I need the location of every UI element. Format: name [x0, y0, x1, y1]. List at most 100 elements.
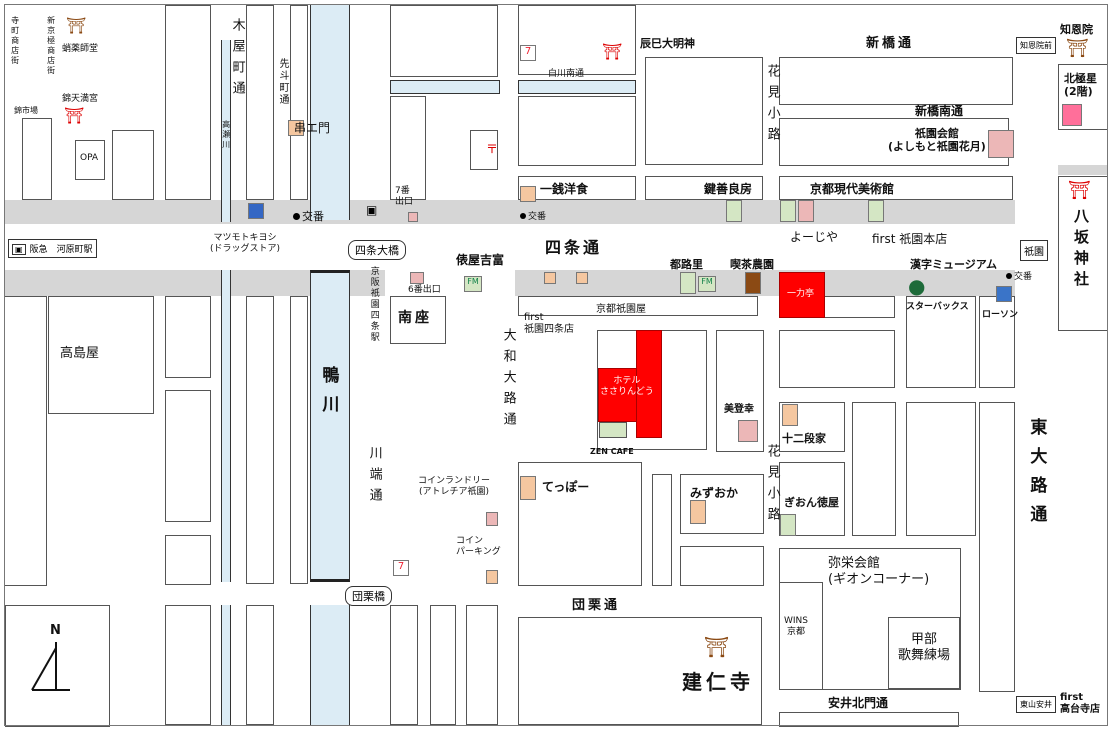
street-kawabata: 川端通: [366, 446, 382, 509]
block-yasaka: [1058, 176, 1108, 331]
exit7-square[interactable]: [408, 212, 418, 222]
shirakawa-canal: [390, 80, 500, 94]
block-opa: [75, 140, 105, 180]
label-issen-yoshoku: 一銭洋食: [540, 182, 589, 196]
teppo-square[interactable]: [520, 476, 536, 500]
label-junidanya: 十二段家: [782, 432, 826, 445]
issen-yoshoku-square[interactable]: [520, 186, 536, 202]
block: [5, 605, 110, 727]
block: [779, 712, 959, 727]
label-kyoto-gendai: 京都現代美術館: [810, 182, 895, 196]
shijo-bridge-sign[interactable]: 四条大橋: [348, 240, 406, 260]
hotel-sasarindo[interactable]: [598, 368, 638, 422]
yojiya-square[interactable]: [780, 200, 796, 222]
gion-kaikan-square[interactable]: [988, 130, 1014, 158]
block: [290, 296, 308, 584]
street-shinkyogoku: 新京極商店街: [46, 16, 56, 76]
block: [979, 296, 1015, 388]
block-minamiza: [390, 296, 446, 344]
label-kissa-nouen: 喫茶農園: [730, 258, 774, 271]
block: [518, 96, 636, 166]
gion-tokuya-square[interactable]: [780, 514, 796, 536]
block: [165, 296, 211, 378]
block: [165, 390, 211, 522]
temple-icon: ⛩: [66, 16, 87, 35]
zen-cafe-square[interactable]: [599, 422, 627, 438]
takase-river-north: [221, 40, 231, 222]
exit6-square[interactable]: [410, 272, 424, 284]
block: [652, 474, 672, 586]
junidanya-square[interactable]: [782, 404, 798, 426]
seven-eleven-icon[interactable]: 7: [520, 45, 536, 61]
label-exit7: 7番 出口: [395, 186, 414, 207]
kagizen-square[interactable]: [726, 200, 742, 222]
hankyu-kawaramachi-sign[interactable]: ▣阪急 河原町駅: [8, 239, 97, 258]
label-kitagokuya: 北極星 (2階): [1064, 72, 1097, 99]
laundry-square[interactable]: [486, 512, 498, 526]
label-yojiya: よーじや: [790, 230, 839, 244]
kushikatsu-square[interactable]: [288, 120, 304, 136]
starbucks-icon[interactable]: ●: [908, 274, 926, 298]
label-police-3: 交番: [1014, 272, 1033, 282]
label-opa: OPA: [80, 153, 99, 163]
police-dot-icon: [293, 213, 300, 220]
block: [645, 57, 763, 165]
dangurito-bridge-sign[interactable]: 団栗橋: [345, 586, 392, 606]
label-gion-kaikan: 祇園会館 (よしもと祇園花月): [888, 127, 986, 154]
block: [290, 5, 308, 200]
street-hanami-koji-south: 花見小路: [764, 444, 780, 528]
seven-eleven-icon-2[interactable]: 7: [393, 560, 409, 576]
tsujiri-square[interactable]: [680, 272, 696, 294]
block: [165, 5, 211, 200]
keihan-station[interactable]: 京阪祇園四条駅: [368, 266, 379, 343]
chionin-sign: 知恩院前: [1016, 37, 1056, 54]
first-shijo-square[interactable]: [544, 272, 556, 284]
label-minamiza: 南座: [398, 310, 432, 326]
mizuoka-square[interactable]: [690, 500, 706, 524]
police-box-1: 交番: [293, 210, 324, 223]
street-yamato-oji: 大和大路通: [500, 328, 516, 433]
first-honten-square[interactable]: [868, 200, 884, 222]
ichiriki-tei[interactable]: [779, 272, 825, 318]
label-ichiriki: 一力亭: [787, 289, 815, 299]
kyoto-gionya-square[interactable]: [576, 272, 588, 284]
block: [852, 402, 896, 536]
higashiyama-yasui-sign: 東山安井: [1016, 696, 1056, 713]
label-tatsumi: 辰巳大明神: [640, 37, 695, 50]
street-nishiki: 錦市場: [14, 106, 38, 115]
parking-square[interactable]: [486, 570, 498, 584]
familymart-icon-2[interactable]: FM: [698, 276, 716, 292]
street-shinbashi-minami: 新橋南通: [915, 104, 964, 118]
street-yasui-kitamon: 安井北門通: [828, 696, 889, 710]
police-box-2: 交番: [520, 212, 546, 223]
block: [645, 176, 763, 200]
block: [390, 96, 426, 200]
block: [246, 296, 274, 584]
block: [779, 330, 895, 388]
label-tsujiri: 都路里: [670, 258, 703, 271]
road-shijo-east: [390, 200, 1015, 224]
temple-icon: ⛩: [1066, 38, 1089, 59]
bitoko-square[interactable]: [738, 420, 758, 442]
hotel-sasarindo-tower: [636, 330, 662, 438]
kitagokuya-square[interactable]: [1062, 104, 1082, 126]
block: [470, 130, 498, 170]
block: [466, 605, 498, 725]
label-hotel: ホテル ささりんどう: [600, 376, 654, 397]
matsumoto-icon[interactable]: [248, 203, 264, 219]
lawson-icon[interactable]: [996, 286, 1012, 302]
label-first-kodaiji: first 高台寺店: [1060, 692, 1100, 715]
block: [165, 535, 211, 585]
road-east: [1058, 165, 1108, 175]
kissa-nouen-square[interactable]: [745, 272, 761, 294]
torii-icon: ⛩: [64, 106, 85, 125]
block: [1058, 340, 1108, 692]
label-kenninji: 建仁寺: [682, 670, 754, 694]
label-parking: コイン パーキング: [456, 536, 501, 557]
label-yasaka-kaikan: 弥栄会館 (ギオンコーナー): [828, 556, 930, 587]
familymart-icon[interactable]: FM: [464, 276, 482, 292]
station-icon: ▣: [366, 203, 378, 217]
gendai-square[interactable]: [798, 200, 814, 222]
kamo-river-bottom: [310, 605, 350, 725]
